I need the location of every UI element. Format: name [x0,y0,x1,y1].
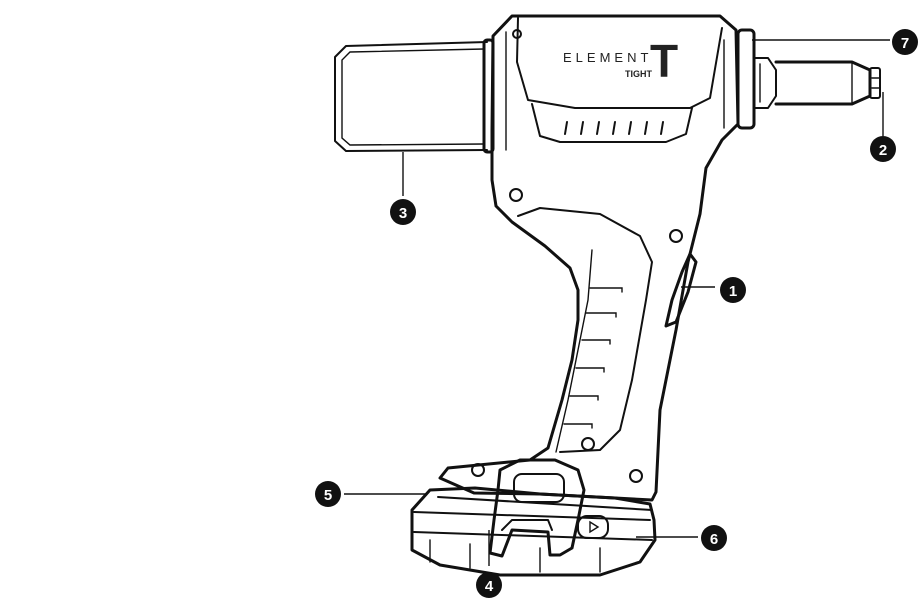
battery-pack [410,458,657,577]
brand-mark: T [650,35,678,87]
callout-3-label: 3 [399,205,407,222]
callout-7-label: 7 [901,35,909,52]
callout-6-label: 6 [710,531,718,548]
screw [509,188,523,202]
callout-3: 3 [390,199,416,225]
brand-logo: ELEMENT TIGHT T [563,35,678,87]
grip-ribs [563,287,623,429]
callout-5: 5 [315,481,341,507]
trigger [664,252,698,328]
screw [581,437,595,451]
leader-lines [344,39,890,566]
callout-2: 2 [870,136,896,162]
brand-sub: TIGHT [625,69,652,79]
screw [512,29,522,39]
callout-1: 1 [720,277,746,303]
screw [629,469,643,483]
screw [669,229,683,243]
callout-7: 7 [892,29,918,55]
brand-name: ELEMENT [563,50,652,65]
callout-1-label: 1 [729,283,737,300]
callout-4: 4 [476,572,502,598]
screw [471,463,485,477]
callout-6: 6 [701,525,727,551]
vent-slots [564,121,664,135]
nose-assembly [736,28,881,130]
callout-4-label: 4 [485,578,494,595]
tool-body [438,14,740,502]
callout-5-label: 5 [324,487,332,504]
callout-2-label: 2 [879,142,887,159]
rear-collector [334,38,495,154]
